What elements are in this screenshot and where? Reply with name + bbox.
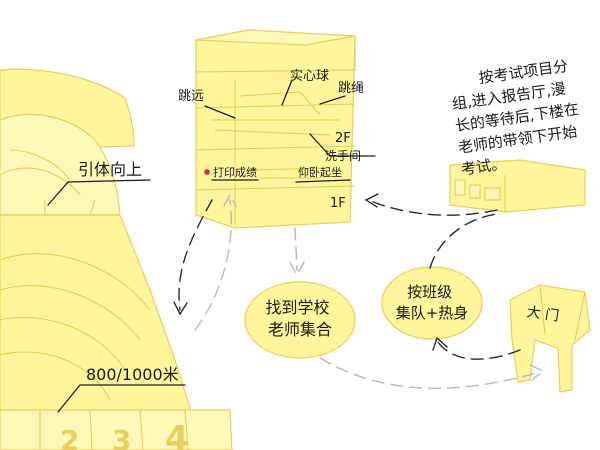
arrow-gate-to-warmup <box>437 341 521 360</box>
arrow-head-building <box>364 193 379 208</box>
building-labels: 跳远 实心球 跳绳 2F 洗手间 打印成绩 仰卧起坐 1F <box>178 69 376 211</box>
arrow-head-warmup <box>432 336 448 351</box>
floor-2-label: 2F <box>335 131 351 146</box>
situp-label: 仰卧起坐 <box>298 165 342 179</box>
run-distance-label: 800/1000米 <box>86 365 179 384</box>
arrow-gather-to-gate <box>319 357 541 389</box>
rope-label: 跳绳 <box>338 81 364 96</box>
lane-number-2: 2 <box>60 424 79 450</box>
gather-label-line-2: 老师集合 <box>268 320 332 339</box>
stadium-structure <box>0 68 233 450</box>
ball-label: 实心球 <box>290 69 329 84</box>
arrow-hall-to-building <box>367 199 498 216</box>
warmup-node: 按班级 集队+热身 <box>381 266 483 340</box>
arrow-building-to-stadium <box>178 199 213 311</box>
pullup-callout: 引体向上 <box>47 160 151 206</box>
gather-label-line-1: 找到学校 <box>265 298 329 317</box>
arrow-head-stadium <box>173 301 188 316</box>
run-callout: 800/1000米 <box>57 365 186 413</box>
print-results-label: 打印成绩 <box>213 165 257 179</box>
arrow-building-to-gather <box>294 227 298 271</box>
arrow-head-gate <box>529 364 545 381</box>
arrow-head-up <box>223 193 237 207</box>
lane-number-4: 4 <box>165 419 189 450</box>
floor-1-label: 1F <box>330 196 346 211</box>
flow-arrows <box>173 193 545 389</box>
warmup-label-line-1: 按班级 <box>407 283 452 301</box>
pullup-label: 引体向上 <box>78 160 142 179</box>
track-lane-numbers: 2 3 4 <box>60 419 189 450</box>
gather-node: 找到学校 老师集合 <box>244 281 356 359</box>
jump-label: 跳远 <box>178 89 204 104</box>
warmup-label-line-2: 集队+热身 <box>396 304 469 322</box>
arrow-warmup-to-hall <box>429 213 498 269</box>
gather-label: 找到学校 老师集合 <box>265 298 334 339</box>
central-building <box>195 29 356 229</box>
arrow-head-gather <box>289 261 305 277</box>
gate-label: 大 门 <box>526 304 560 324</box>
current-location-marker <box>204 169 210 175</box>
warmup-label: 按班级 集队+热身 <box>396 283 469 322</box>
arrow-stadium-to-building <box>194 199 232 331</box>
lane-number-3: 3 <box>112 424 131 450</box>
report-hall <box>449 159 586 213</box>
main-gate: 大 门 <box>509 284 591 393</box>
